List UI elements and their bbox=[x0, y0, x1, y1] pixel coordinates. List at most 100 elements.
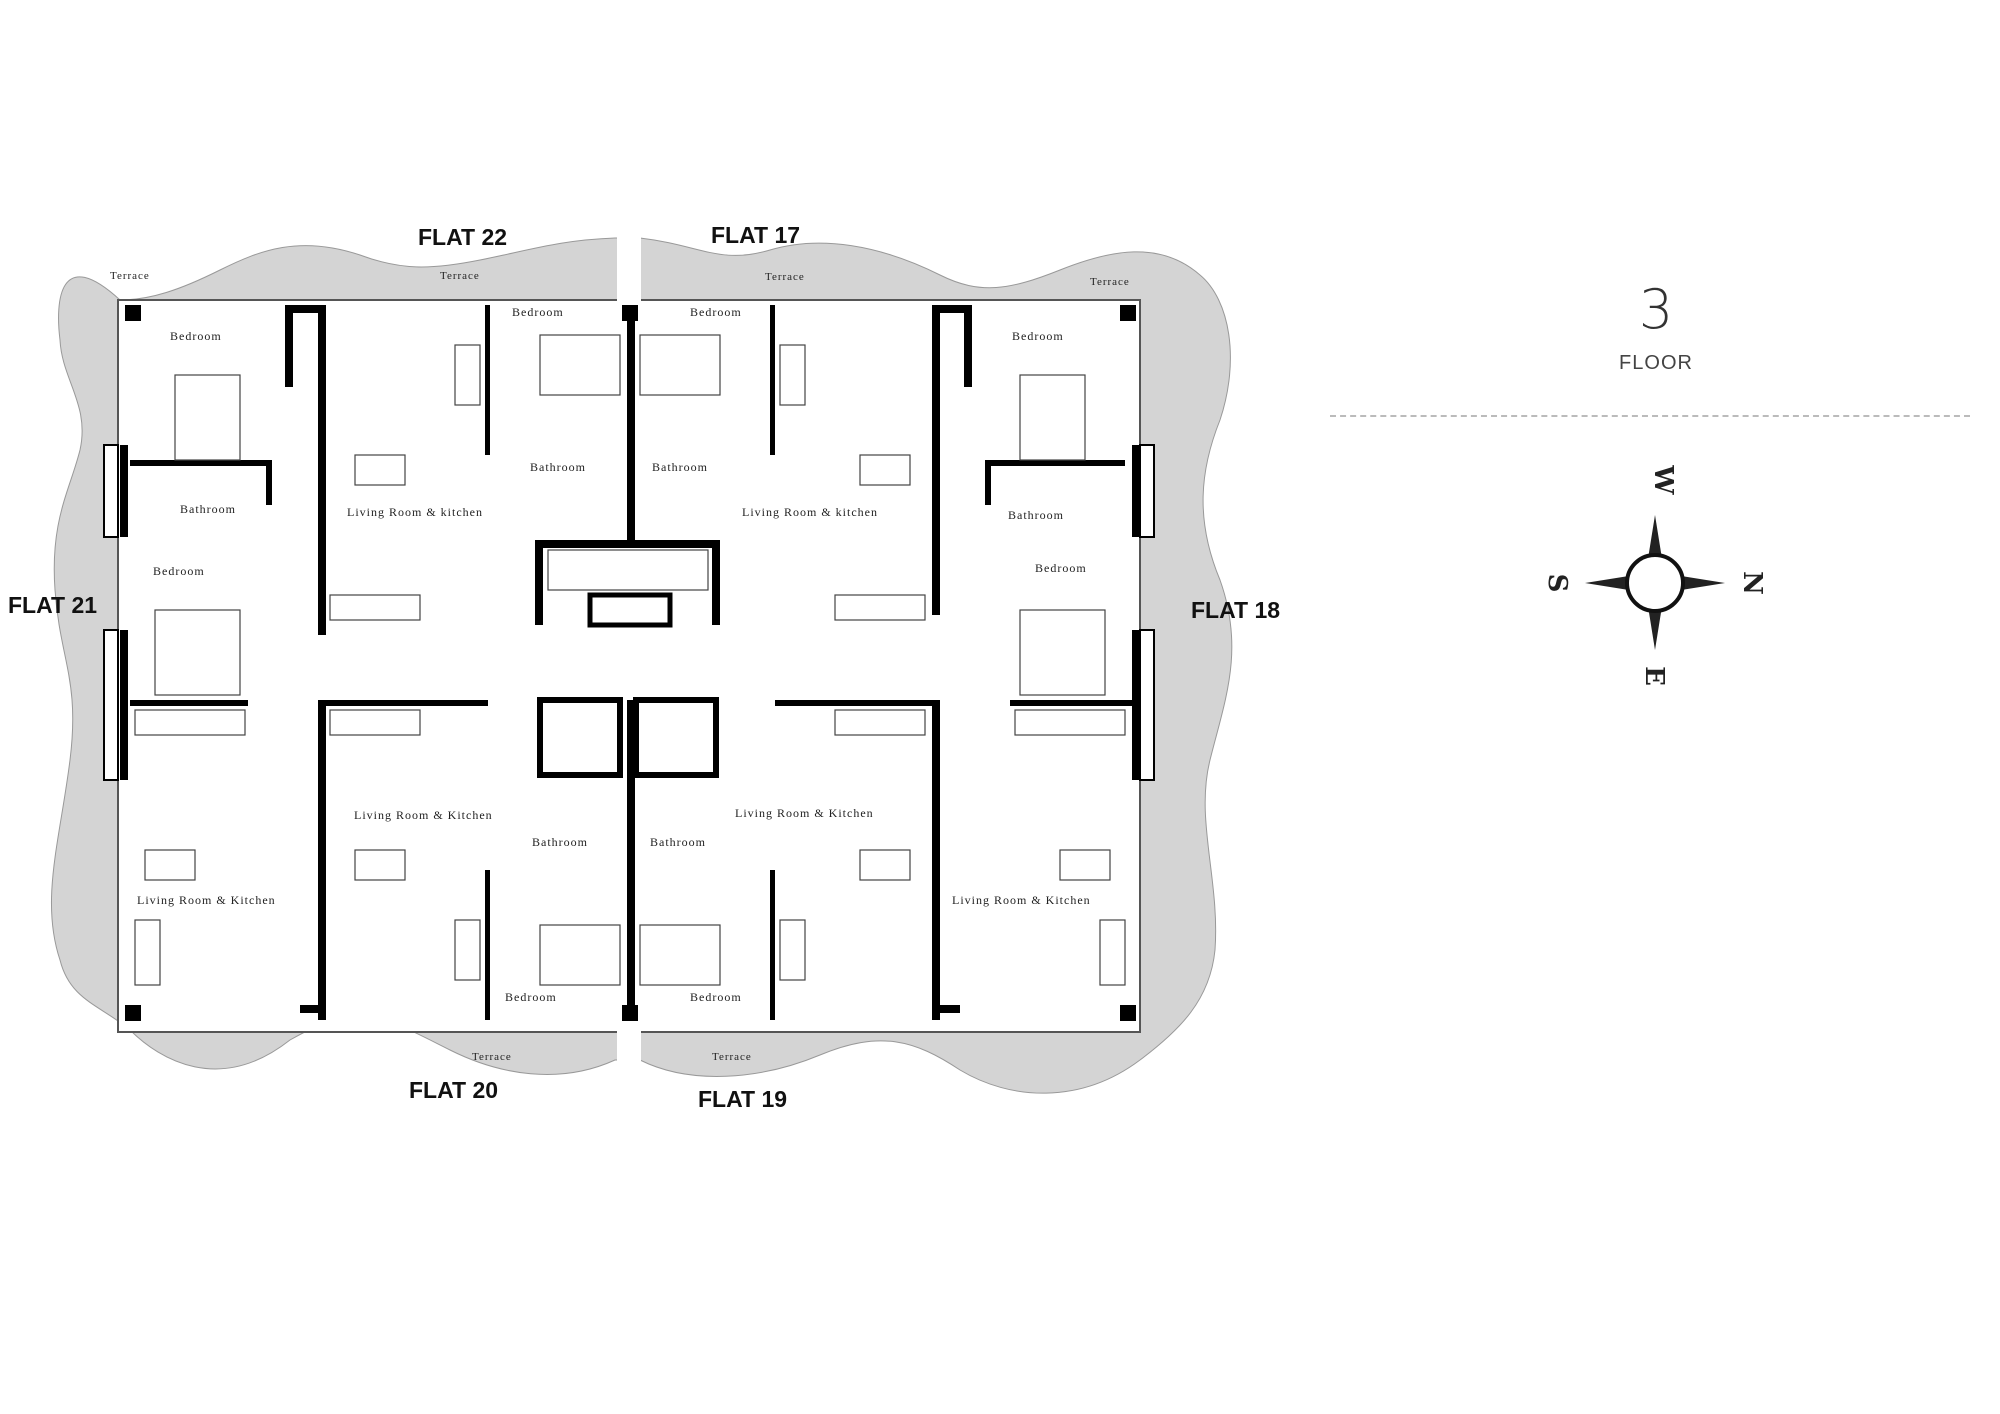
stair-wall bbox=[712, 540, 720, 625]
bed bbox=[154, 609, 241, 696]
terrace-gap-bottom bbox=[617, 1030, 641, 1100]
sofa bbox=[1099, 919, 1126, 986]
flat-18-label[interactable]: FLAT 18 bbox=[1191, 597, 1281, 623]
bedroom-label: Bedroom bbox=[690, 305, 742, 319]
compass-point-north bbox=[1675, 575, 1725, 591]
wall bbox=[318, 700, 488, 706]
compass-icon: W N S E bbox=[1542, 464, 1767, 686]
wall bbox=[485, 870, 490, 1020]
wall bbox=[1132, 445, 1140, 537]
stair-landing bbox=[587, 592, 673, 628]
bedroom-label: Bedroom bbox=[153, 564, 205, 578]
compass-point-west bbox=[1647, 515, 1663, 565]
wall bbox=[770, 305, 775, 455]
wall bbox=[318, 305, 326, 635]
floor-number: 3 bbox=[1638, 278, 1674, 341]
bed bbox=[539, 924, 621, 986]
wall bbox=[120, 630, 128, 780]
compass-north: N bbox=[1737, 571, 1767, 595]
bathroom-label: Bathroom bbox=[652, 460, 708, 474]
sofa bbox=[454, 919, 481, 981]
stairs bbox=[547, 549, 709, 591]
compass-star bbox=[1585, 515, 1725, 650]
floor-label: FLOOR bbox=[1619, 352, 1693, 374]
dining-table bbox=[859, 454, 911, 486]
wall bbox=[770, 870, 775, 1020]
wall bbox=[318, 700, 326, 1020]
window bbox=[103, 444, 119, 538]
living-kitchen-label: Living Room & Kitchen bbox=[952, 893, 1091, 907]
dining-table bbox=[859, 849, 911, 881]
bedroom-label: Bedroom bbox=[505, 990, 557, 1004]
compass-east: E bbox=[1639, 666, 1669, 686]
sofa bbox=[454, 344, 481, 406]
flat-20-label[interactable]: FLAT 20 bbox=[409, 1077, 499, 1103]
column bbox=[125, 1005, 141, 1021]
bed bbox=[639, 334, 721, 396]
dining-table bbox=[1059, 849, 1111, 881]
bathroom-label: Bathroom bbox=[532, 835, 588, 849]
room-labels: Terrace Terrace Terrace Terrace Terrace … bbox=[110, 270, 1130, 1063]
terrace-label: Terrace bbox=[712, 1051, 752, 1063]
wall-spine-bottom bbox=[627, 700, 635, 1020]
sofa bbox=[779, 919, 806, 981]
bed bbox=[1019, 374, 1086, 461]
bed bbox=[539, 334, 621, 396]
walls bbox=[103, 305, 1155, 1021]
bed bbox=[639, 924, 721, 986]
dining-table bbox=[354, 454, 406, 486]
kitchen-counter bbox=[134, 709, 246, 736]
terrace-gap-top bbox=[617, 232, 641, 302]
living-kitchen-label: Living Room & Kitchen bbox=[735, 806, 874, 820]
lift-shaft bbox=[633, 697, 719, 778]
living-kitchen-label: Living Room & kitchen bbox=[347, 505, 483, 519]
window bbox=[1139, 629, 1155, 781]
flat-22-label[interactable]: FLAT 22 bbox=[418, 224, 508, 250]
wall bbox=[1010, 700, 1135, 706]
terrace-label: Terrace bbox=[765, 271, 805, 283]
column bbox=[1120, 1005, 1136, 1021]
kitchen-counter bbox=[329, 594, 421, 621]
terrace-label: Terrace bbox=[472, 1051, 512, 1063]
bed bbox=[1019, 609, 1106, 696]
flat-19-label[interactable]: FLAT 19 bbox=[698, 1086, 788, 1112]
dining-table bbox=[144, 849, 196, 881]
compass-ring bbox=[1625, 553, 1685, 613]
window bbox=[1139, 444, 1155, 538]
wall bbox=[932, 1005, 960, 1013]
bathroom-label: Bathroom bbox=[650, 835, 706, 849]
bedroom-label: Bedroom bbox=[1012, 329, 1064, 343]
bedroom-label: Bedroom bbox=[512, 305, 564, 319]
wall bbox=[1132, 630, 1140, 780]
terrace-label: Terrace bbox=[1090, 276, 1130, 288]
living-kitchen-label: Living Room & kitchen bbox=[742, 505, 878, 519]
sofa bbox=[134, 919, 161, 986]
living-kitchen-label: Living Room & Kitchen bbox=[354, 808, 493, 822]
bed bbox=[174, 374, 241, 461]
floor-plan: Terrace Terrace Terrace Terrace Terrace … bbox=[50, 232, 1233, 1100]
bedroom-label: Bedroom bbox=[690, 990, 742, 1004]
wall bbox=[985, 460, 991, 505]
divider bbox=[1330, 415, 1970, 417]
kitchen-counter bbox=[834, 594, 926, 621]
compass-south: S bbox=[1542, 574, 1572, 593]
wall bbox=[130, 460, 272, 466]
wall bbox=[285, 305, 293, 387]
kitchen-counter bbox=[329, 709, 421, 736]
wall bbox=[120, 445, 128, 537]
stair-wall bbox=[535, 540, 720, 548]
wall bbox=[775, 700, 940, 706]
column bbox=[125, 305, 141, 321]
living-kitchen-label: Living Room & Kitchen bbox=[137, 893, 276, 907]
flat-21-label[interactable]: FLAT 21 bbox=[8, 592, 98, 618]
wall bbox=[300, 1005, 325, 1013]
bathroom-label: Bathroom bbox=[530, 460, 586, 474]
bathroom-label: Bathroom bbox=[180, 502, 236, 516]
kitchen-counter bbox=[1014, 709, 1126, 736]
bedroom-label: Bedroom bbox=[1035, 561, 1087, 575]
wall bbox=[932, 305, 940, 615]
wall bbox=[985, 460, 1125, 466]
flat-17-label[interactable]: FLAT 17 bbox=[711, 222, 801, 248]
terrace-label: Terrace bbox=[440, 270, 480, 282]
wall bbox=[485, 305, 490, 455]
